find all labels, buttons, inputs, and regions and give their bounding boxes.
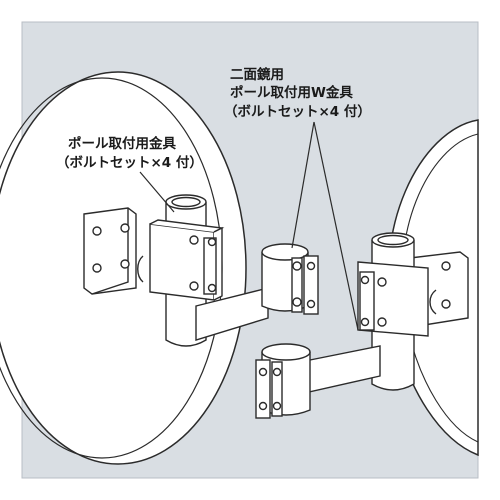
callout-double-note: （ボルトセット×4 付） (224, 103, 371, 120)
double-bracket-pole-clamp (255, 343, 311, 419)
callout-double-title: 二面鏡用 (230, 66, 284, 83)
callout-single-title: ポール取付用金具 (68, 135, 176, 152)
leader-single (139, 171, 175, 213)
double-pole-bracket (299, 232, 469, 395)
leader-lines (139, 121, 359, 331)
callout-single-note: （ボルトセット×4 付） (56, 154, 203, 171)
single-pole-bracket (83, 194, 269, 347)
single-bracket-pole-clamp (261, 243, 319, 315)
leader-double-b (313, 121, 359, 331)
leader-double-a (291, 121, 315, 249)
callout-double-name: ポール取付用W金具 (230, 84, 353, 101)
